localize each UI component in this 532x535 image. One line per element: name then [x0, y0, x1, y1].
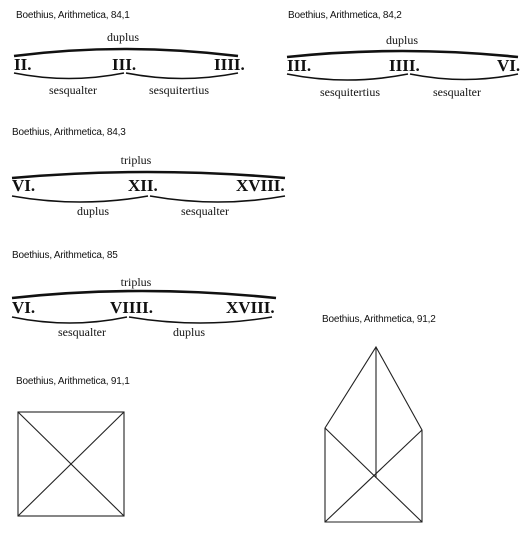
bottom-arc-right	[409, 73, 519, 81]
bottom-arc-right	[128, 316, 273, 324]
bottom-label-right: sesqualter	[181, 204, 229, 218]
bottom-label-right: duplus	[173, 325, 205, 339]
bottom-label-right: sesqualter	[433, 85, 481, 99]
caption-91-1: Boethius, Arithmetica, 91,1	[16, 376, 130, 387]
bottom-arc-right	[125, 72, 239, 80]
top-label: duplus	[107, 30, 139, 44]
numeral-middle: IIII.	[389, 56, 420, 75]
numeral-left: VI.	[12, 176, 35, 195]
caption-91-2: Boethius, Arithmetica, 91,2	[322, 314, 436, 325]
numeral-right: VI.	[497, 56, 520, 75]
top-arc	[286, 49, 519, 59]
bottom-arc-left	[286, 73, 409, 81]
numeral-left: VI.	[12, 298, 35, 317]
top-arc	[11, 170, 286, 180]
bottom-label-left: sesquitertius	[320, 85, 380, 99]
house-outline	[324, 345, 423, 523]
diagonal-line	[324, 427, 423, 523]
top-label: duplus	[386, 33, 418, 47]
numeral-middle: III.	[112, 55, 136, 74]
figure-84-3: triplus VI. XII. XVIII. duplus sesqualte…	[11, 153, 286, 218]
square-outline	[17, 411, 125, 517]
diagonal-line	[17, 411, 125, 517]
numeral-left: III.	[287, 56, 311, 75]
numeral-middle: VIIII.	[110, 298, 153, 317]
caption-84-3: Boethius, Arithmetica, 84,3	[12, 127, 126, 138]
figure-91-1	[17, 411, 125, 517]
top-label: triplus	[121, 275, 152, 289]
bottom-arc-left	[11, 195, 149, 203]
bottom-arc-right	[149, 195, 286, 203]
numeral-right: IIII.	[214, 55, 245, 74]
numeral-right: XVIII.	[236, 176, 285, 195]
top-label: triplus	[121, 153, 152, 167]
top-arc	[13, 47, 239, 58]
numeral-right: XVIII.	[226, 298, 275, 317]
figure-84-1: duplus II. III. IIII. sesqualter sesquit…	[13, 30, 245, 97]
top-arc	[11, 289, 277, 300]
diagonal-line	[324, 429, 423, 523]
bottom-arc-left	[13, 72, 125, 80]
caption-85: Boethius, Arithmetica, 85	[12, 250, 118, 261]
bottom-label-right: sesquitertius	[149, 83, 209, 97]
caption-84-1: Boethius, Arithmetica, 84,1	[16, 10, 130, 21]
bottom-label-left: sesqualter	[58, 325, 106, 339]
figure-91-2	[324, 345, 423, 523]
numeral-middle: XII.	[128, 176, 158, 195]
figure-84-2: duplus III. IIII. VI. sesquitertius sesq…	[286, 33, 520, 99]
bottom-label-left: duplus	[77, 204, 109, 218]
numeral-left: II.	[14, 55, 31, 74]
figure-85: triplus VI. VIIII. XVIII. sesqualter dup…	[11, 275, 277, 339]
bottom-arc-left	[11, 316, 128, 324]
bottom-label-left: sesqualter	[49, 83, 97, 97]
caption-84-2: Boethius, Arithmetica, 84,2	[288, 10, 402, 21]
